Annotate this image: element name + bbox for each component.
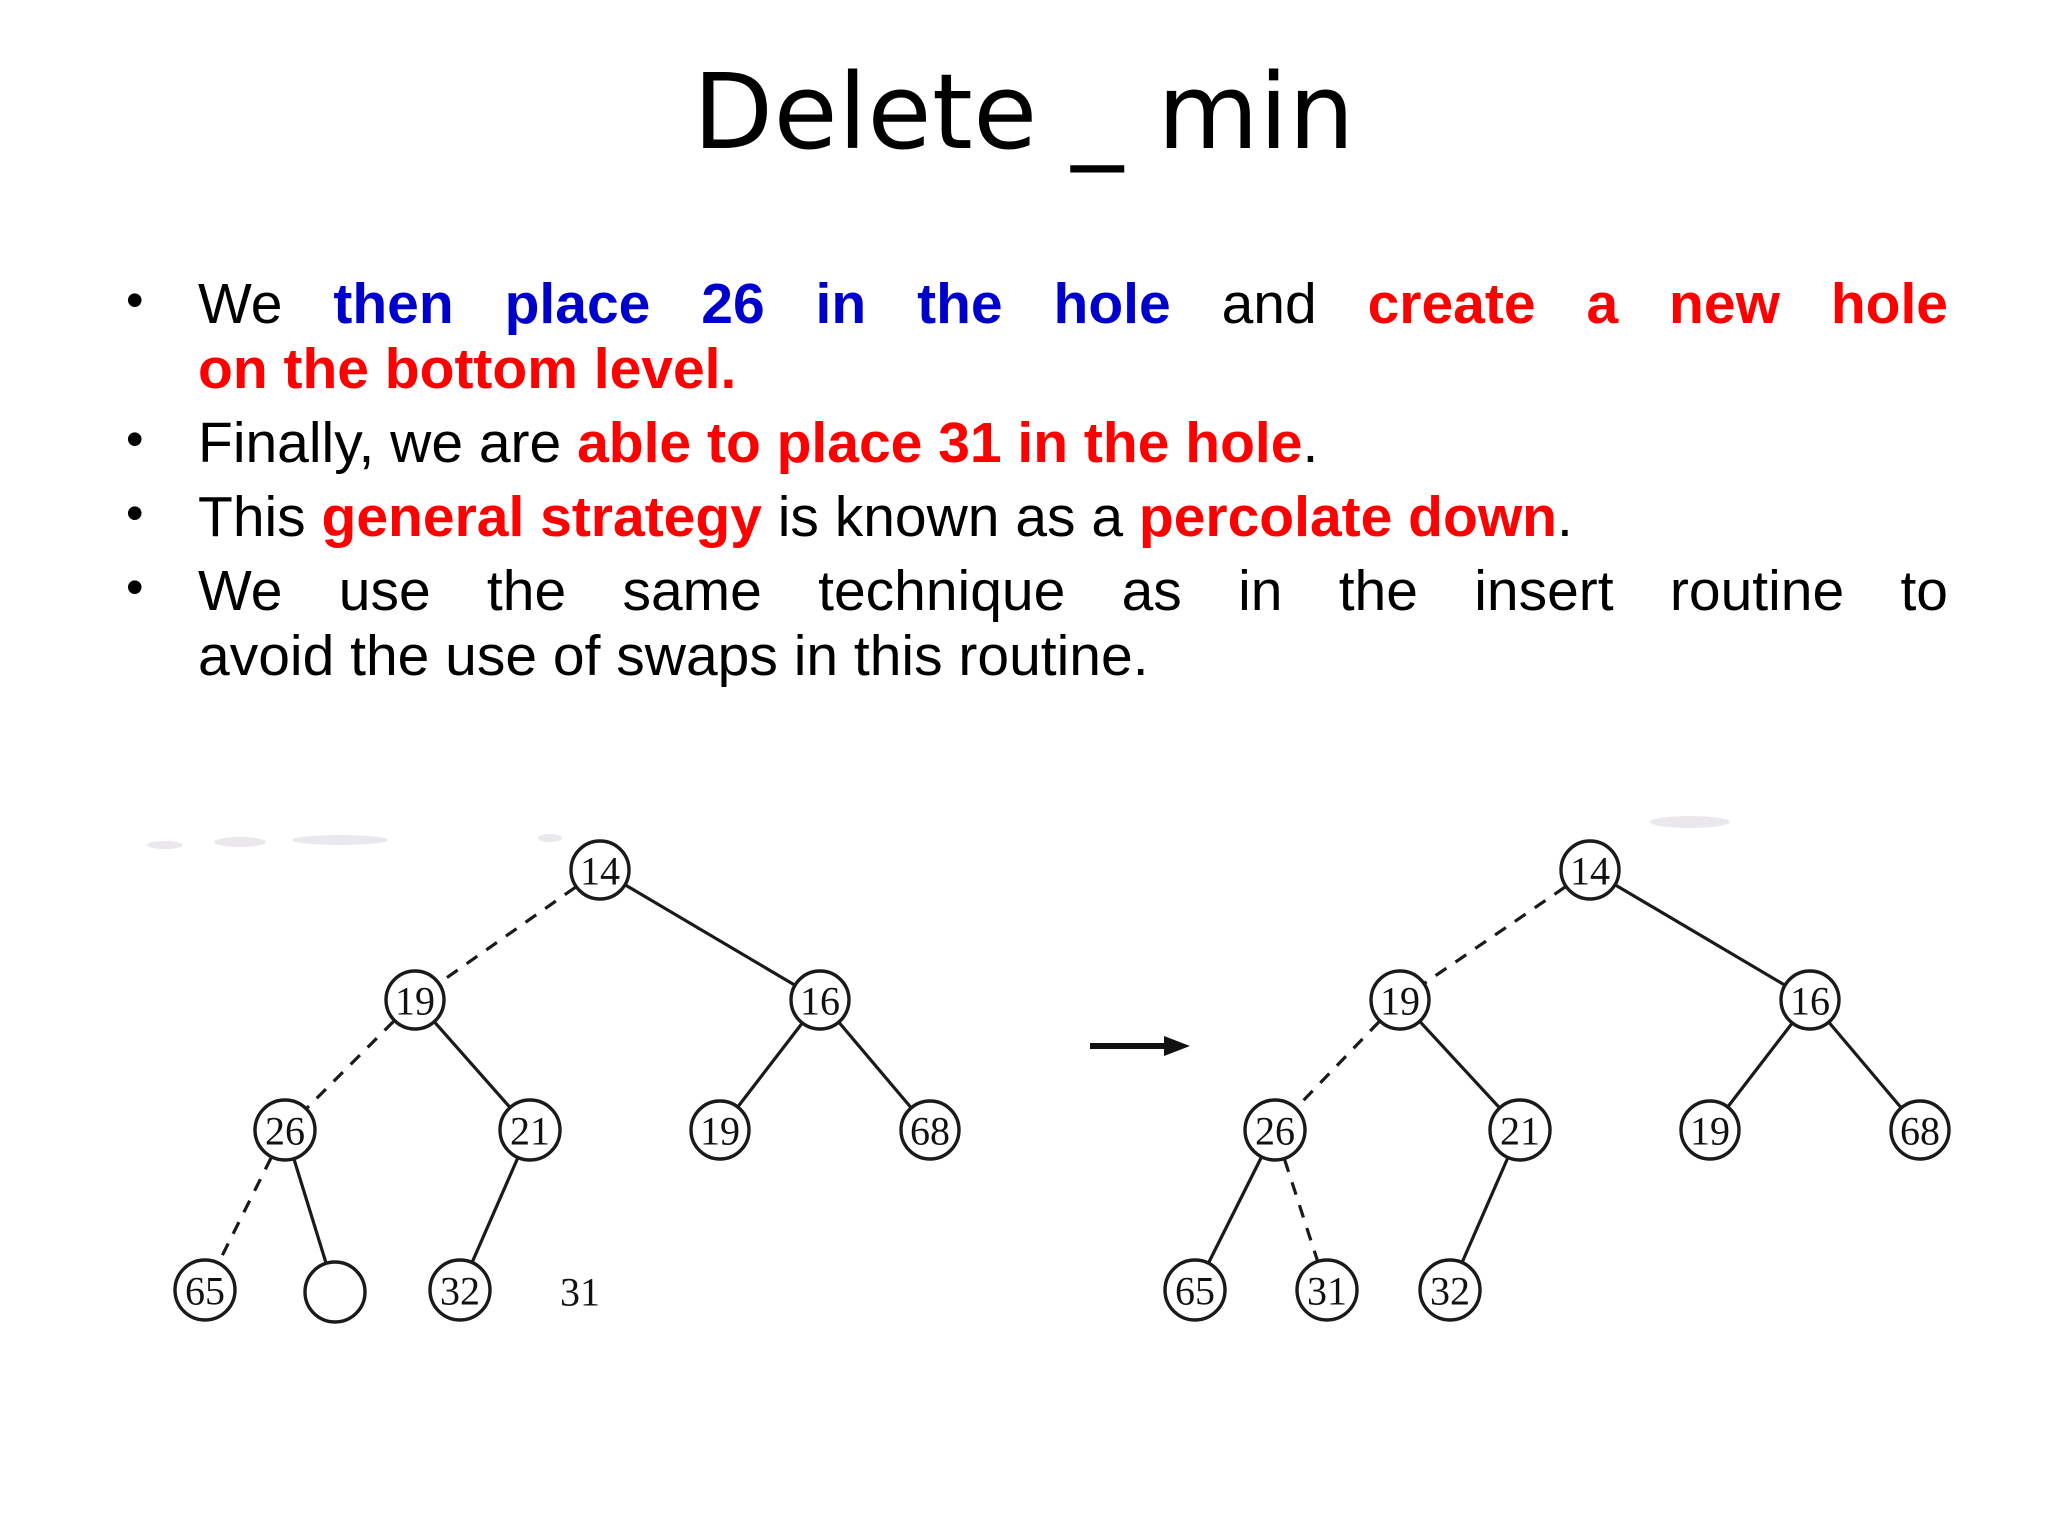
heap-node-label: 19 — [1380, 979, 1420, 1024]
bullet-1-text: We then place 26 in the hole and create … — [198, 272, 1948, 402]
heap-node — [569, 839, 631, 901]
tree-edge-dashed — [1295, 1020, 1381, 1109]
heap-node-label: 16 — [1790, 979, 1830, 1024]
heap-node-label: 32 — [440, 1269, 480, 1314]
heap-node — [1488, 1098, 1552, 1162]
bullet-2-seg-2: . — [1302, 410, 1319, 475]
arrow-head-icon — [1164, 1036, 1190, 1056]
heap-node-label: 26 — [1255, 1109, 1295, 1154]
floating-value-label: 31 — [560, 1270, 600, 1315]
bullet-marker: • — [126, 484, 144, 541]
heap-node — [253, 1098, 317, 1162]
heap-node — [1418, 1258, 1482, 1322]
heap-node — [1243, 1098, 1307, 1162]
tree-edge-dashed — [217, 1157, 273, 1263]
heap-node — [1369, 969, 1431, 1031]
bullet-3-text: This general strategy is known as a perc… — [198, 485, 1948, 550]
heap-node-label: 26 — [265, 1109, 305, 1154]
heap-node — [384, 969, 446, 1031]
transition-arrow-icon — [1090, 1036, 1190, 1056]
tree-edges — [217, 883, 1902, 1263]
heap-node — [498, 1098, 562, 1162]
tree-edge-solid — [1615, 883, 1785, 987]
bullet-1-seg-0: We — [198, 272, 334, 336]
heap-node-label: 19 — [700, 1109, 740, 1154]
heap-node — [1163, 1258, 1227, 1322]
bullet-2-seg-0: Finally, we are — [198, 410, 578, 475]
page-title: Delete _ min — [693, 51, 1355, 173]
tree-edge-dashed — [1283, 1158, 1319, 1262]
bullet-3-seg-4: . — [1556, 484, 1573, 549]
tree-edge-solid — [1828, 1021, 1902, 1109]
tree-edge-solid — [1727, 1022, 1793, 1108]
list-item: • We then place 26 in the hole and creat… — [118, 272, 1948, 402]
tree-edge-solid — [1419, 1020, 1501, 1109]
tree-edge-solid — [1460, 1157, 1510, 1263]
tree-nodes: 14 19 16 26 21 19 68 65 32 14 19 16 26 21 19 68 65 31 32 — [173, 839, 1951, 1324]
list-item: • We use the same technique as in the in… — [118, 559, 1948, 689]
bullet-marker: • — [126, 410, 144, 467]
bullet-list: • We then place 26 in the hole and creat… — [118, 272, 1948, 698]
heap-node-label: 65 — [185, 1269, 225, 1314]
heap-node-label: 14 — [580, 849, 620, 894]
tree-edge-solid — [292, 1159, 328, 1263]
tree-edge-solid — [1207, 1157, 1263, 1263]
heap-node-label: 14 — [1570, 849, 1610, 894]
tree-edge-solid — [737, 1022, 803, 1108]
bullet-2-seg-1: able to place 31 in the hole — [577, 410, 1303, 475]
heap-node-label: 68 — [1900, 1109, 1940, 1154]
tree-edge-dashed — [305, 1020, 395, 1110]
heap-node-empty-hole — [303, 1260, 367, 1324]
heap-node-label: 21 — [1500, 1109, 1540, 1154]
floating-labels: 31 — [560, 1270, 600, 1315]
heap-node-label: 68 — [910, 1109, 950, 1154]
bullet-marker: • — [126, 272, 144, 328]
figure-svg: 14 19 16 26 21 19 68 65 32 14 19 16 26 21 19 68 65 31 32 3… — [147, 816, 1951, 1324]
tree-edge-solid — [625, 883, 795, 987]
tree-edge-dashed — [438, 885, 577, 985]
heap-node — [173, 1258, 237, 1322]
tree-edge-solid — [838, 1021, 912, 1109]
bullet-1-seg-3-head: create a new hole — [1367, 272, 1948, 336]
bullet-3-seg-2: is known as a — [761, 484, 1139, 549]
heap-node — [689, 1099, 751, 1161]
heap-node — [1679, 1099, 1741, 1161]
tree-edge-solid — [470, 1157, 520, 1263]
bullet-marker: • — [126, 558, 144, 615]
bullet-1-seg-3-tail: on the bottom level. — [198, 336, 737, 401]
heap-node-label: 31 — [1307, 1269, 1347, 1314]
list-item: • This general strategy is known as a pe… — [118, 485, 1948, 550]
heap-node-label: 32 — [1430, 1269, 1470, 1314]
heap-node-label: 19 — [395, 979, 435, 1024]
bullet-1-seg-1: then place 26 in the hole — [333, 272, 1171, 336]
tree-edge-solid — [433, 1021, 511, 1108]
heap-node — [1889, 1099, 1951, 1161]
bullet-3-seg-1: general strategy — [321, 484, 762, 549]
heap-node — [789, 969, 851, 1031]
heap-node — [428, 1258, 492, 1322]
heap-node — [899, 1099, 961, 1161]
heap-node — [1559, 839, 1621, 901]
bullet-2-text: Finally, we are able to place 31 in the … — [198, 411, 1948, 476]
heap-node-label: 21 — [510, 1109, 550, 1154]
heap-percolate-down-figure: 14 19 16 26 21 19 68 65 32 14 19 16 26 21 19 68 65 31 32 3… — [130, 800, 2010, 1520]
bullet-4-text: We use the same technique as in the inse… — [198, 558, 1948, 688]
tree-edge-dashed — [1423, 885, 1567, 985]
heap-node-label: 65 — [1175, 1269, 1215, 1314]
scan-artifacts — [147, 816, 1730, 849]
list-item: • Finally, we are able to place 31 in th… — [118, 411, 1948, 476]
heap-node-label: 19 — [1690, 1109, 1730, 1154]
bullet-3-seg-0: This — [198, 484, 322, 549]
bullet-3-seg-3: percolate down — [1138, 484, 1557, 549]
heap-node — [1779, 969, 1841, 1031]
bullet-1-seg-2: and — [1170, 272, 1368, 336]
heap-node — [1295, 1258, 1359, 1322]
heap-node-label: 16 — [800, 979, 840, 1024]
